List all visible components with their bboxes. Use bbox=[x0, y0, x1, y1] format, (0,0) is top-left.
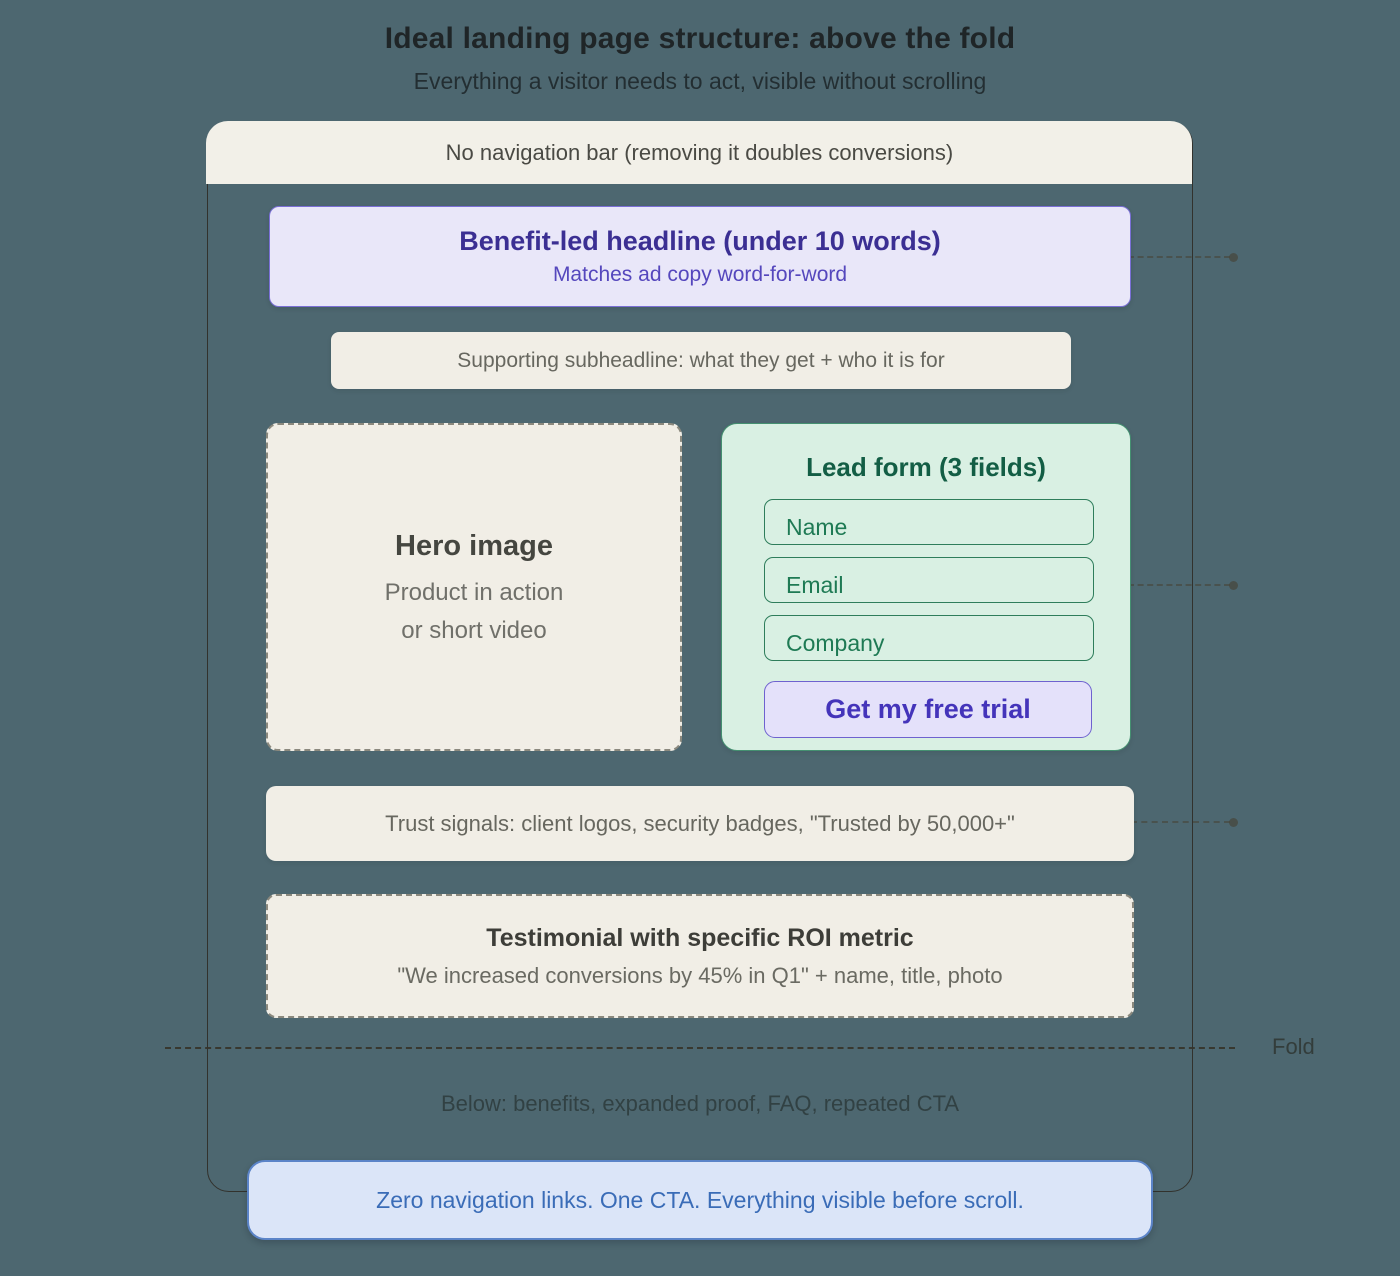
below-fold-note: Below: benefits, expanded proof, FAQ, re… bbox=[440, 1091, 960, 1116]
hero-description-line: or short video bbox=[401, 616, 547, 644]
hero-image-placeholder: Hero image Product in action or short vi… bbox=[266, 423, 682, 751]
headline-connector-line bbox=[1128, 253, 1238, 262]
subheadline-block: Supporting subheadline: what they get + … bbox=[331, 332, 1071, 389]
headline-title: Benefit-led headline (under 10 words) bbox=[459, 226, 941, 256]
email-field[interactable]: Email bbox=[764, 557, 1094, 603]
name-field[interactable]: Name bbox=[764, 499, 1094, 545]
testimonial-title: Testimonial with specific ROI metric bbox=[486, 923, 914, 952]
company-field[interactable]: Company bbox=[764, 615, 1094, 661]
trust-signals-block: Trust signals: client logos, security ba… bbox=[266, 786, 1134, 861]
free-trial-cta-button[interactable]: Get my free trial bbox=[764, 681, 1092, 738]
nav-bar-note: No navigation bar (removing it doubles c… bbox=[206, 121, 1193, 185]
connector-dot bbox=[1229, 253, 1238, 262]
fold-label: Fold bbox=[1272, 1034, 1315, 1059]
leadform-connector-line bbox=[1128, 581, 1238, 590]
lead-form-title: Lead form (3 fields) bbox=[806, 452, 1046, 482]
trust-connector-line bbox=[1131, 818, 1238, 827]
hero-description-line: Product in action bbox=[384, 578, 564, 606]
hero-title: Hero image bbox=[395, 529, 553, 562]
connector-dot bbox=[1229, 818, 1238, 827]
lead-form-block: Lead form (3 fields) Name Email Company … bbox=[721, 423, 1131, 751]
landing-page-wireframe: No navigation bar (removing it doubles c… bbox=[206, 121, 1193, 1192]
headline-block: Benefit-led headline (under 10 words) Ma… bbox=[269, 206, 1131, 307]
headline-subtitle: Matches ad copy word-for-word bbox=[552, 263, 848, 286]
fold-divider-line bbox=[165, 1047, 1235, 1049]
testimonial-subtitle: "We increased conversions by 45% in Q1" … bbox=[397, 962, 1003, 988]
testimonial-block: Testimonial with specific ROI metric "We… bbox=[266, 894, 1134, 1018]
summary-callout: Zero navigation links. One CTA. Everythi… bbox=[247, 1160, 1153, 1240]
page-title: Ideal landing page structure: above the … bbox=[384, 22, 1016, 55]
connector-dot bbox=[1229, 581, 1238, 590]
page-subtitle: Everything a visitor needs to act, visib… bbox=[413, 68, 987, 94]
